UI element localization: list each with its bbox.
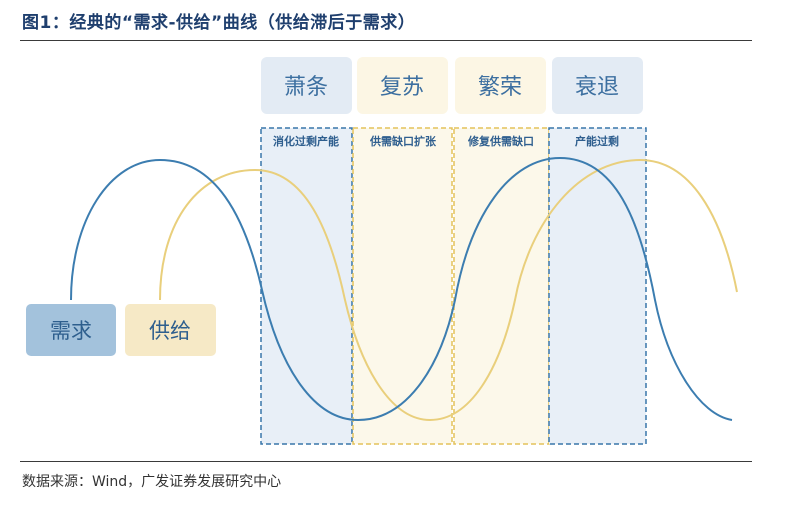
supply-legend-box — [125, 304, 216, 356]
source-note: 数据来源：Wind，广发证券发展研究中心 — [22, 474, 282, 490]
phase-header-boom — [455, 57, 546, 114]
demand-legend-box — [26, 304, 116, 356]
phase-sub-recession: 产能过剩 — [575, 134, 619, 148]
figure-title: 图1：经典的“需求-供给”曲线（供给滞后于需求） — [22, 13, 416, 33]
phase-label-recession: 衰退 — [575, 75, 619, 100]
supply-legend-label: 供给 — [149, 319, 191, 343]
phase-header-depression — [261, 57, 352, 114]
phase-sub-depression: 消化过剩产能 — [273, 134, 339, 148]
phase-header-recession — [552, 57, 643, 114]
top-rule — [20, 40, 752, 41]
phase-label-recovery: 复苏 — [380, 75, 424, 100]
phase-panel-boom — [453, 127, 550, 445]
phase-label-boom: 繁荣 — [478, 75, 522, 100]
phase-panel-depression — [260, 127, 353, 445]
phase-label-depression: 萧条 — [284, 75, 328, 100]
phase-panel-recession — [548, 127, 647, 445]
demand-legend-label: 需求 — [50, 319, 92, 343]
phase-panel-recovery — [352, 127, 453, 445]
phase-sub-recovery: 供需缺口扩张 — [369, 134, 437, 148]
phase-header-recovery — [357, 57, 448, 114]
phase-sub-boom: 修复供需缺口 — [467, 134, 534, 148]
supply-curve — [159, 158, 738, 422]
demand-curve — [70, 156, 733, 422]
bottom-rule — [20, 461, 752, 462]
